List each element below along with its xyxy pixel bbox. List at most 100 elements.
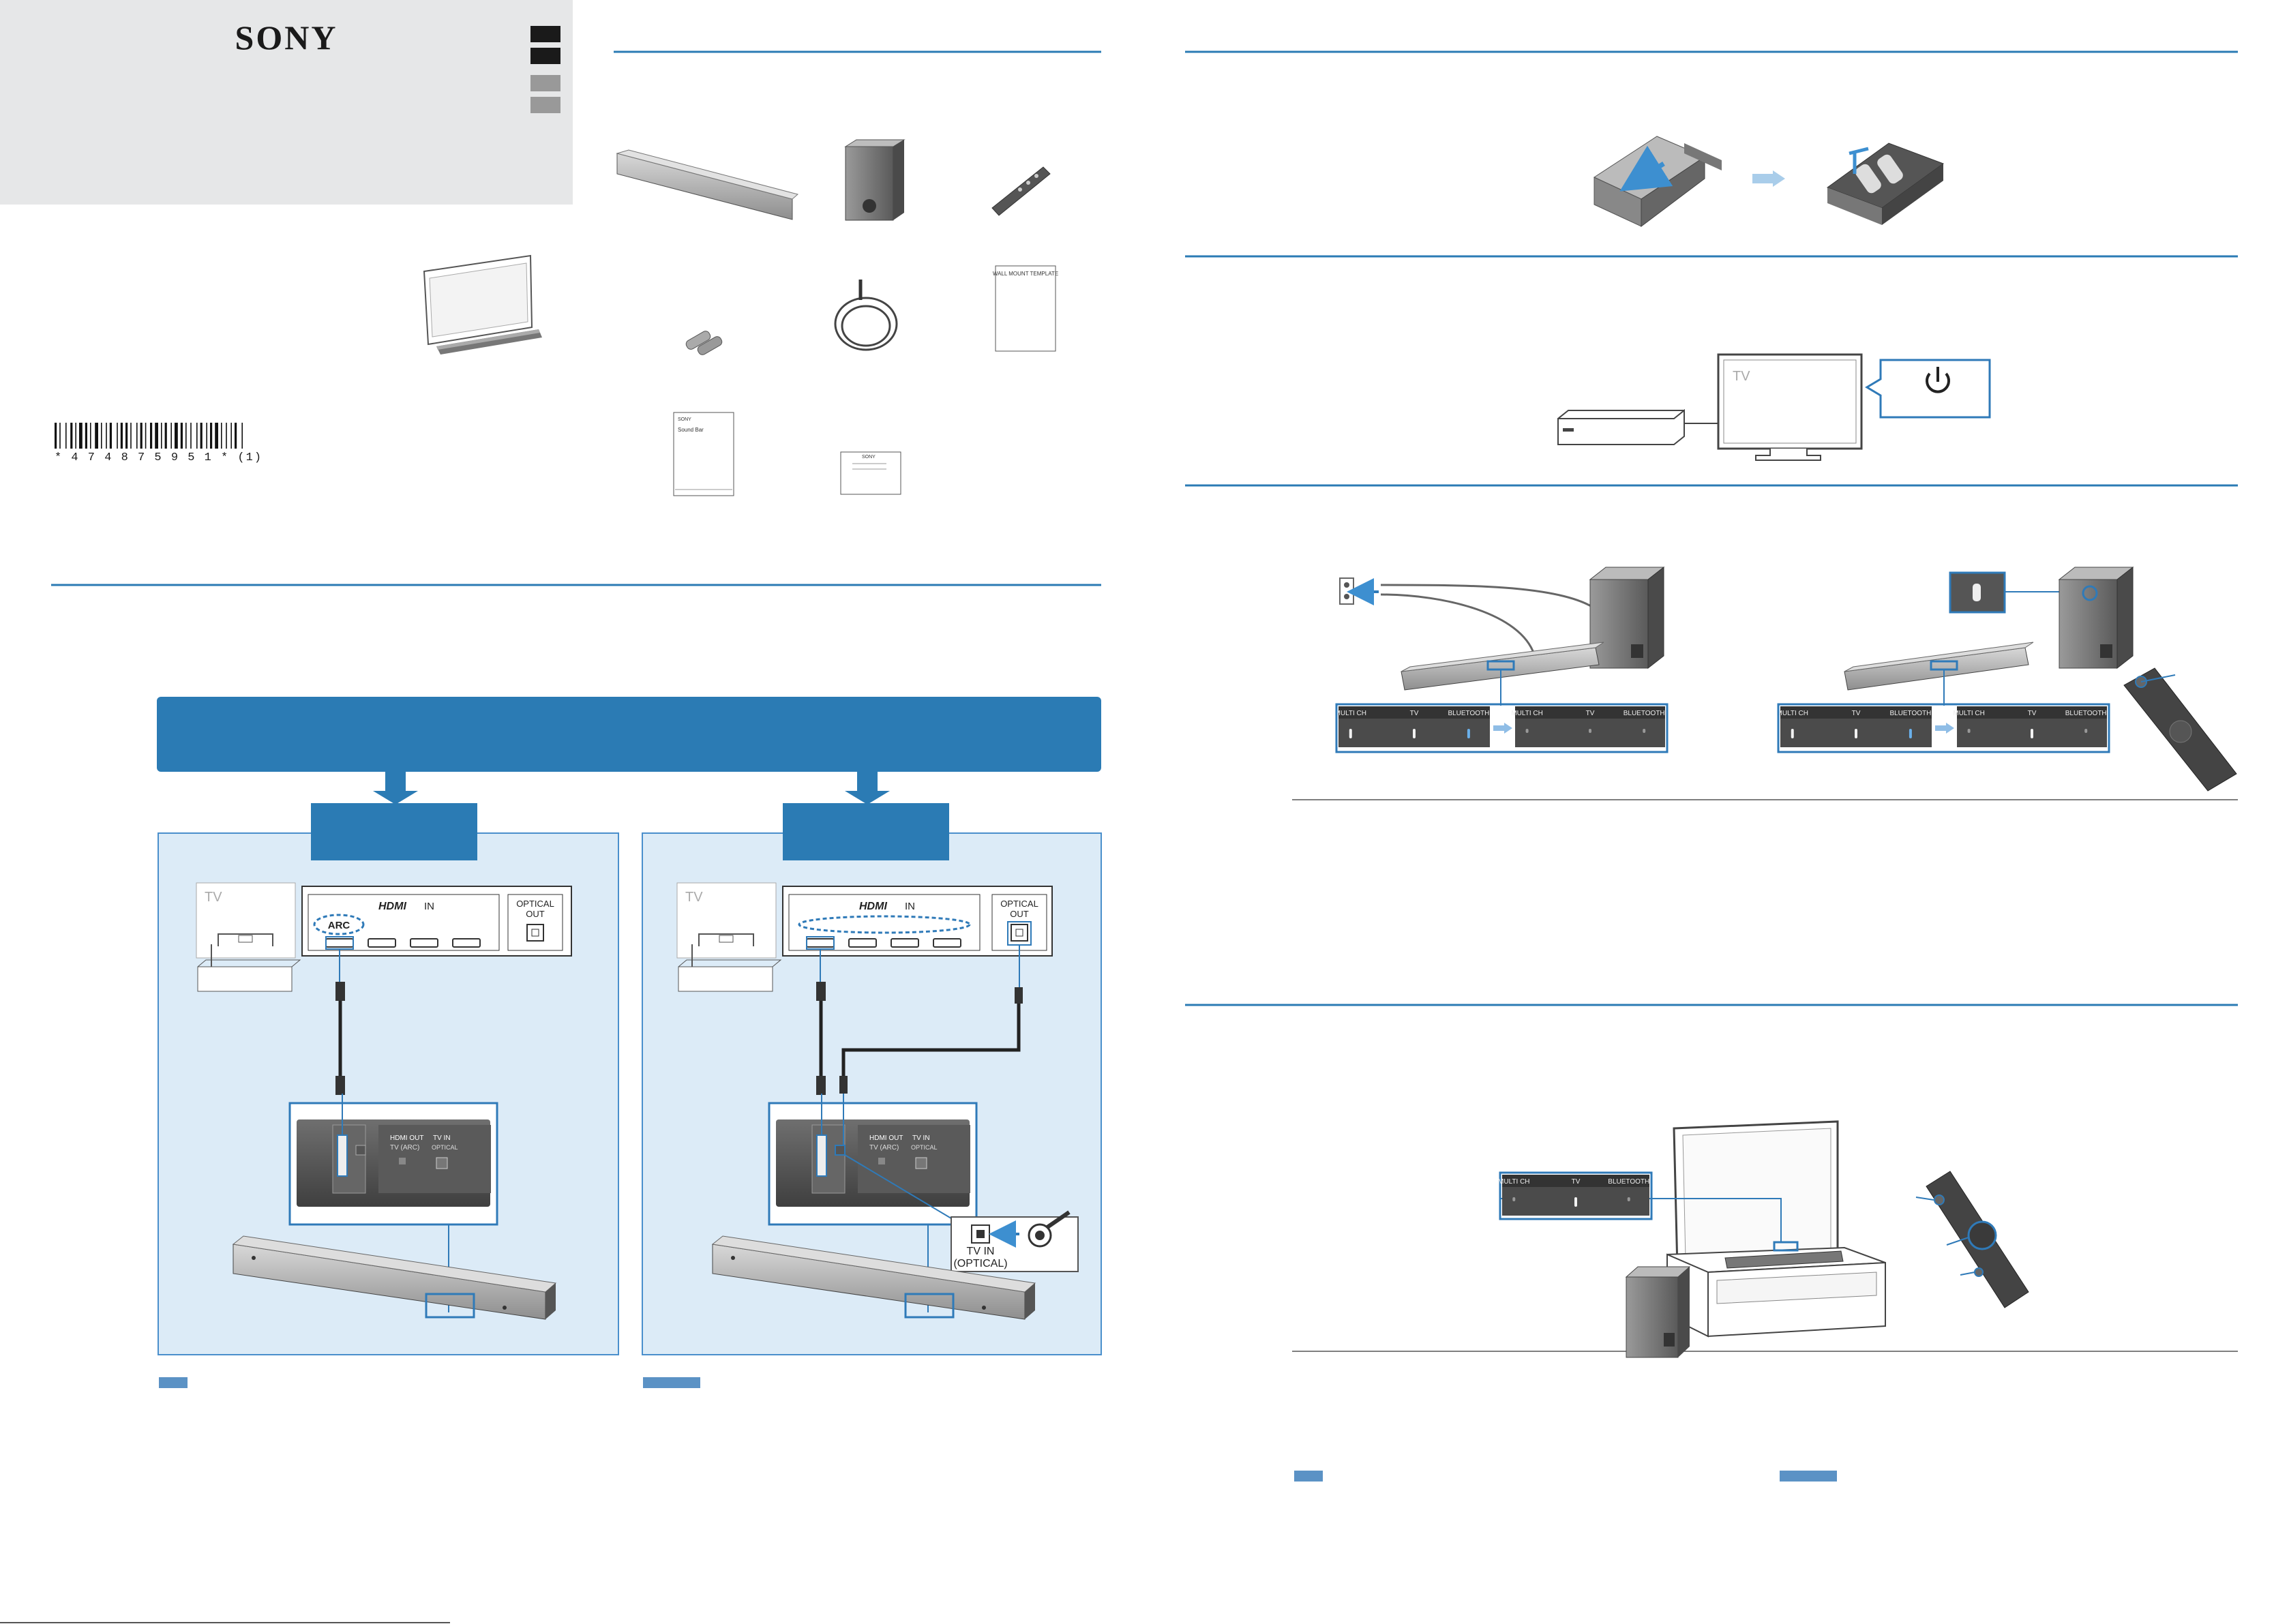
barcode-bar xyxy=(230,423,232,449)
tv-power-on-illustration: TV xyxy=(1557,353,1991,461)
barcode-bar xyxy=(140,423,143,449)
accessories: WALL MOUNT TEMPLATE SONY Sound Bar SONY xyxy=(616,139,1058,496)
indicator-led xyxy=(2031,729,2033,738)
barcode-text: * 4 7 4 8 7 5 9 5 1 * (1) xyxy=(55,451,263,464)
battery-insertion-illustration xyxy=(1593,136,1945,228)
optical-plug-callout: TV IN (OPTICAL) xyxy=(951,1210,1079,1272)
accessory-subwoofer xyxy=(844,139,906,221)
barcode-bar xyxy=(145,423,147,449)
barcode-bar xyxy=(235,423,237,449)
barcode-bar xyxy=(136,423,138,449)
tab-marker-optical xyxy=(643,1377,700,1388)
indicator-label: MULTI CH xyxy=(1335,710,1366,717)
indicator-label: MULTI CH xyxy=(1777,710,1808,717)
indicator-led xyxy=(1909,729,1912,738)
barcode-bar xyxy=(210,423,213,449)
wall-mount-template-label: WALL MOUNT TEMPLATE xyxy=(993,271,1058,277)
optical-label-arc: OPTICAL xyxy=(432,1144,458,1151)
hdmi-logo-arc: HDMI xyxy=(378,901,406,912)
barcode-bar xyxy=(85,423,87,449)
hdmi-in-label-optical: IN xyxy=(905,901,915,912)
header-block: SONY xyxy=(0,0,573,205)
barcode-bar xyxy=(65,423,67,449)
power-connection-illustration xyxy=(1339,566,1665,706)
indicator-led xyxy=(1791,729,1794,738)
tv-back-panel-arc: TV HDMI IN ARC OPTICAL OUT xyxy=(196,882,572,992)
indicator-strip-before-left: MULTI CH TV BLUETOOTH xyxy=(1335,706,1490,747)
power-icon xyxy=(1926,372,1950,393)
indicator-led xyxy=(1855,729,1857,738)
optical-out-label-2-optical: OUT xyxy=(1010,909,1029,919)
tv-with-soundbar-illustration xyxy=(423,254,542,355)
indicator-label: TV xyxy=(1410,710,1419,717)
indicator-label: BLUETOOTH xyxy=(1448,710,1489,717)
barcode-bar xyxy=(75,423,76,449)
hdmi-port xyxy=(452,938,481,948)
barcode-bar xyxy=(164,423,167,449)
tab-marker-arc xyxy=(159,1377,188,1388)
barcode xyxy=(55,423,243,449)
sony-logo: SONY xyxy=(235,18,338,57)
barcode-bar xyxy=(55,423,57,449)
tv-back-panel-optical: TV HDMI IN OPTICAL OUT xyxy=(676,882,1053,992)
optical-label-optical: OPTICAL xyxy=(911,1144,938,1151)
barcode-bar xyxy=(79,423,83,449)
indicator-label: TV xyxy=(2028,710,2037,717)
cables-optical xyxy=(816,982,1023,1095)
barcode-bar xyxy=(101,423,102,449)
accessory-remote xyxy=(991,166,1051,216)
indicator-label: MULTI CH xyxy=(1498,1178,1529,1186)
indicator-label: BLUETOOTH xyxy=(1889,710,1931,717)
tv-label-arc: TV xyxy=(205,890,222,905)
indicator-led xyxy=(1525,729,1529,733)
indicator-label: TV xyxy=(1852,710,1861,717)
barcode-bar xyxy=(130,423,132,449)
hdmi-port xyxy=(806,938,835,948)
living-room-illustration xyxy=(1499,1120,2029,1358)
indicator-led xyxy=(1967,729,1971,733)
accessory-batteries xyxy=(685,331,723,355)
hdmi-port xyxy=(891,938,919,948)
optical-out-label-1-optical: OPTICAL xyxy=(1000,899,1038,909)
tv-in-label-arc: TV IN xyxy=(433,1134,451,1142)
arc-label: ARC xyxy=(328,920,350,931)
soundbar-rear-closeup-optical: HDMI OUT TV (ARC) TV IN OPTICAL xyxy=(768,1094,978,1312)
indicator-label: TV xyxy=(1572,1178,1581,1186)
barcode-bar xyxy=(190,423,192,449)
tv-in-label-optical: TV IN xyxy=(912,1134,930,1142)
connection-header-banner xyxy=(157,697,1101,805)
hdmi-in-label-arc: IN xyxy=(424,901,434,912)
tv-label-optical: TV xyxy=(685,890,703,905)
barcode-bar xyxy=(59,423,61,449)
indicator-led xyxy=(1643,729,1646,733)
barcode-bar xyxy=(175,423,178,449)
barcode-bar xyxy=(226,423,227,449)
tv-label-power: TV xyxy=(1733,369,1750,384)
indicator-label: MULTI CH xyxy=(1953,710,1984,717)
indicator-label: MULTI CH xyxy=(1511,710,1542,717)
tv-in-optical-label-2: (OPTICAL) xyxy=(953,1258,1007,1269)
sub-rules xyxy=(1292,799,2238,1352)
tv-arc-label-optical: TV (ARC) xyxy=(869,1144,899,1152)
barcode-bar xyxy=(95,423,98,449)
tv-in-optical-label-1: TV IN xyxy=(967,1246,995,1257)
soundbar-optical xyxy=(711,1235,1036,1320)
barcode-bar xyxy=(200,423,203,449)
hdmi-out-label-optical: HDMI OUT xyxy=(869,1134,903,1142)
indicator-led xyxy=(1413,729,1416,738)
indicator-led xyxy=(2084,729,2088,733)
card-brand: SONY xyxy=(862,455,876,460)
barcode-bar xyxy=(150,423,153,449)
indicator-led xyxy=(1349,729,1352,738)
barcode-bar xyxy=(170,423,172,449)
strip-arrows xyxy=(1335,703,2110,753)
barcode-bar xyxy=(185,423,187,449)
language-tabs xyxy=(530,26,560,113)
indicator-led xyxy=(1627,1197,1630,1201)
indicator-strip-after-right: MULTI CH TV BLUETOOTH xyxy=(1953,706,2107,747)
barcode-bar xyxy=(221,423,222,449)
indicator-label: BLUETOOTH xyxy=(2065,710,2107,717)
section-rules xyxy=(51,50,2238,1006)
